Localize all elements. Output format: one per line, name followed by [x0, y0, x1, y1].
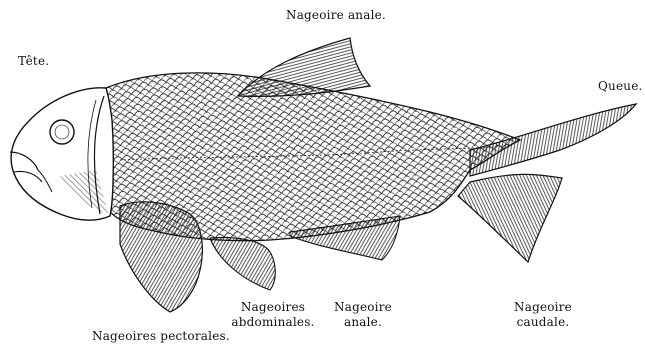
- label-caudal-fin: Nageoire caudale.: [510, 300, 576, 330]
- label-abdominal-fins-line1: Nageoires: [228, 300, 318, 315]
- label-anal-fin-bottom-line1: Nageoire: [330, 300, 396, 315]
- label-abdominal-fins-line2: abdominales.: [228, 315, 318, 330]
- pectoral-fin: [120, 202, 202, 312]
- label-caudal-fin-line1: Nageoire: [510, 300, 576, 315]
- label-anal-fin-bottom: Nageoire anale.: [330, 300, 396, 330]
- label-tail: Queue.: [598, 79, 643, 94]
- label-caudal-fin-line2: caudale.: [510, 315, 576, 330]
- label-anal-fin-bottom-line2: anale.: [330, 315, 396, 330]
- label-head: Tête.: [18, 54, 49, 69]
- label-top-anal-fin: Nageoire anale.: [286, 8, 386, 23]
- fish-head: [10, 88, 113, 220]
- label-pectoral-fins: Nageoires pectorales.: [92, 329, 230, 344]
- abdominal-fin: [210, 238, 275, 290]
- label-abdominal-fins: Nageoires abdominales.: [228, 300, 318, 330]
